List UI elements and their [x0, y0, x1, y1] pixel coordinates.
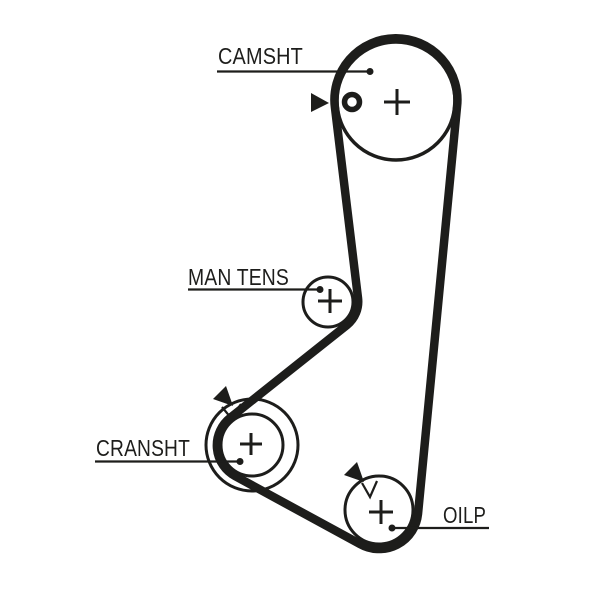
tensioner-pulley	[301, 275, 355, 329]
tensioner-center-cross	[318, 289, 342, 313]
timing-belt	[212, 33, 462, 554]
oil-pump-center-cross	[369, 500, 393, 524]
oil-pump-timing-notch	[361, 480, 379, 500]
oil-pump-arrow-marker	[344, 462, 364, 482]
oil-pump-label: OILP	[443, 502, 486, 528]
camshaft-leader-dot	[366, 68, 374, 75]
camshaft-center-cross	[384, 89, 410, 115]
crankshaft-center-cross	[240, 433, 262, 455]
crankshaft-leader-dot	[236, 458, 244, 465]
camshaft-callout: CAMSHT	[217, 43, 374, 75]
crankshaft-label: CRANSHT	[96, 435, 190, 461]
oil-pump-callout: OILP	[388, 502, 489, 532]
tensioner-pulley-circle	[301, 275, 355, 329]
oil-pump-leader-dot	[388, 524, 396, 532]
crankshaft-timing-notch	[221, 403, 242, 420]
oil-pump-pulley	[343, 474, 415, 546]
camshaft-arrow-marker	[311, 93, 329, 112]
crankshaft-callout: CRANSHT	[95, 435, 244, 465]
oil-pump-pulley-circle	[343, 474, 415, 546]
tensioner-label: MAN TENS	[188, 264, 289, 290]
camshaft-timing-hole	[341, 91, 363, 113]
crankshaft-arrow-marker	[213, 386, 233, 406]
tensioner-callout: MAN TENS	[188, 264, 324, 293]
tensioner-leader-dot	[316, 286, 324, 293]
camshaft-label: CAMSHT	[218, 43, 303, 69]
